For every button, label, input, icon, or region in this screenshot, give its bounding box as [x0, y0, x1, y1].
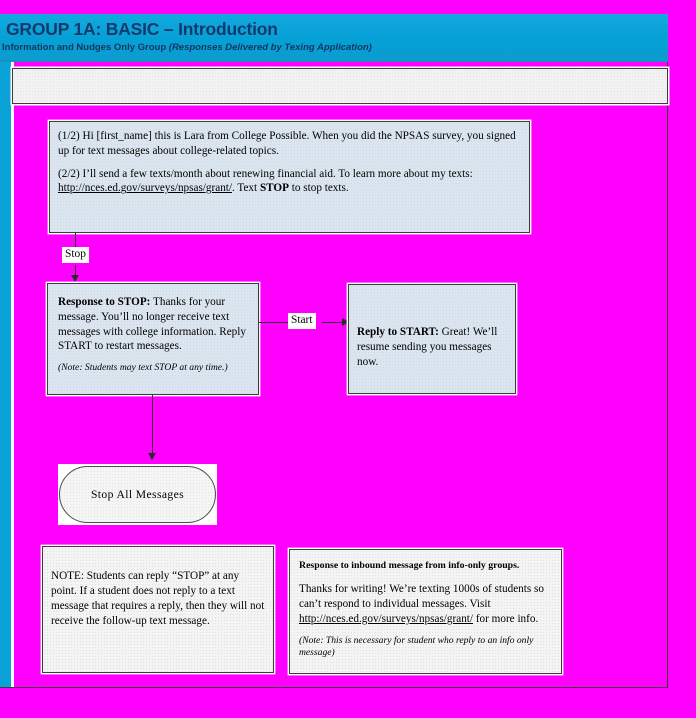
intro-para-2-post: to stop texts.: [288, 182, 349, 195]
connector-stop-line-lower: [75, 265, 77, 276]
stop-response-text: Response to STOP: Thanks for your messag…: [58, 295, 248, 354]
edge-label-start: Start: [288, 313, 316, 329]
note-box-text: NOTE: Students can reply “STOP” at any p…: [51, 570, 265, 627]
slide-header: GROUP 1A: BASIC – Introduction Informati…: [0, 14, 668, 62]
inbound-note: (Note: This is necessary for student who…: [299, 634, 534, 659]
intro-para-2-mid: . Text: [232, 182, 260, 195]
connector-start-arrowhead-icon: [342, 318, 349, 326]
intro-message-box[interactable]: (1/2) Hi [first_name] this is Lara from …: [49, 121, 530, 233]
connector-stop-line-upper: [75, 233, 77, 253]
inbound-body-post: for more info.: [473, 612, 539, 625]
inbound-body: Thanks for writing! We’re texting 1000s …: [299, 582, 552, 627]
start-reply-box[interactable]: Reply to START: Great! We’ll resume send…: [348, 284, 516, 394]
inbound-body-pre: Thanks for writing! We’re texting 1000s …: [299, 583, 544, 610]
page-subtitle-italic: (Responses Delivered by Texing Applicati…: [168, 42, 372, 53]
start-reply-body: Great! We’ll resume sending you messages…: [357, 326, 498, 368]
start-reply-inner: Reply to START: Great! We’ll resume send…: [357, 325, 508, 369]
stop-response-box[interactable]: Response to STOP: Thanks for your messag…: [47, 283, 259, 395]
stop-all-messages-terminator[interactable]: Stop All Messages: [59, 466, 216, 523]
connector-stop-arrowhead-icon: [70, 275, 79, 282]
note-box[interactable]: NOTE: Students can reply “STOP” at any p…: [42, 546, 274, 673]
intro-para-2: (2/2) I’ll send a few texts/month about …: [58, 167, 521, 197]
connector-stopall-line: [152, 395, 154, 455]
connector-stopall-arrowhead-icon: [147, 453, 156, 460]
start-reply-lead: Reply to START:: [357, 326, 439, 338]
left-rail-gap: [11, 60, 14, 688]
stop-response-lead: Response to STOP:: [58, 296, 151, 308]
stop-response-note: (Note: Students may text STOP at any tim…: [58, 362, 228, 374]
edge-label-stop: Stop: [62, 247, 89, 263]
page-subtitle: Information and Nudges Only Group (Respo…: [2, 42, 372, 53]
start-reply-text: Reply to START: Great! We’ll resume send…: [357, 325, 508, 369]
inbound-link[interactable]: http://nces.ed.gov/surveys/npsas/grant/: [299, 612, 474, 625]
page-subtitle-main: Information and Nudges Only Group: [2, 42, 167, 53]
empty-content-bar[interactable]: [12, 68, 668, 104]
intro-link[interactable]: http://nces.ed.gov/surveys/npsas/grant/: [58, 182, 233, 195]
intro-para-1: (1/2) Hi [first_name] this is Lara from …: [58, 130, 516, 157]
intro-para-2-pre: (2/2) I’ll send a few texts/month about …: [58, 167, 473, 180]
connector-start-line-left: [259, 322, 293, 324]
intro-stop-keyword: STOP: [259, 182, 289, 195]
inbound-response-box[interactable]: Response to inbound message from info-on…: [289, 549, 562, 674]
left-blue-rail: [0, 14, 11, 688]
stop-response-body: Thanks for your message. You’ll no longe…: [58, 296, 246, 353]
page-title: GROUP 1A: BASIC – Introduction: [6, 19, 278, 39]
inbound-heading: Response to inbound message from info-on…: [299, 560, 520, 571]
connector-start-line-right: [322, 322, 344, 324]
